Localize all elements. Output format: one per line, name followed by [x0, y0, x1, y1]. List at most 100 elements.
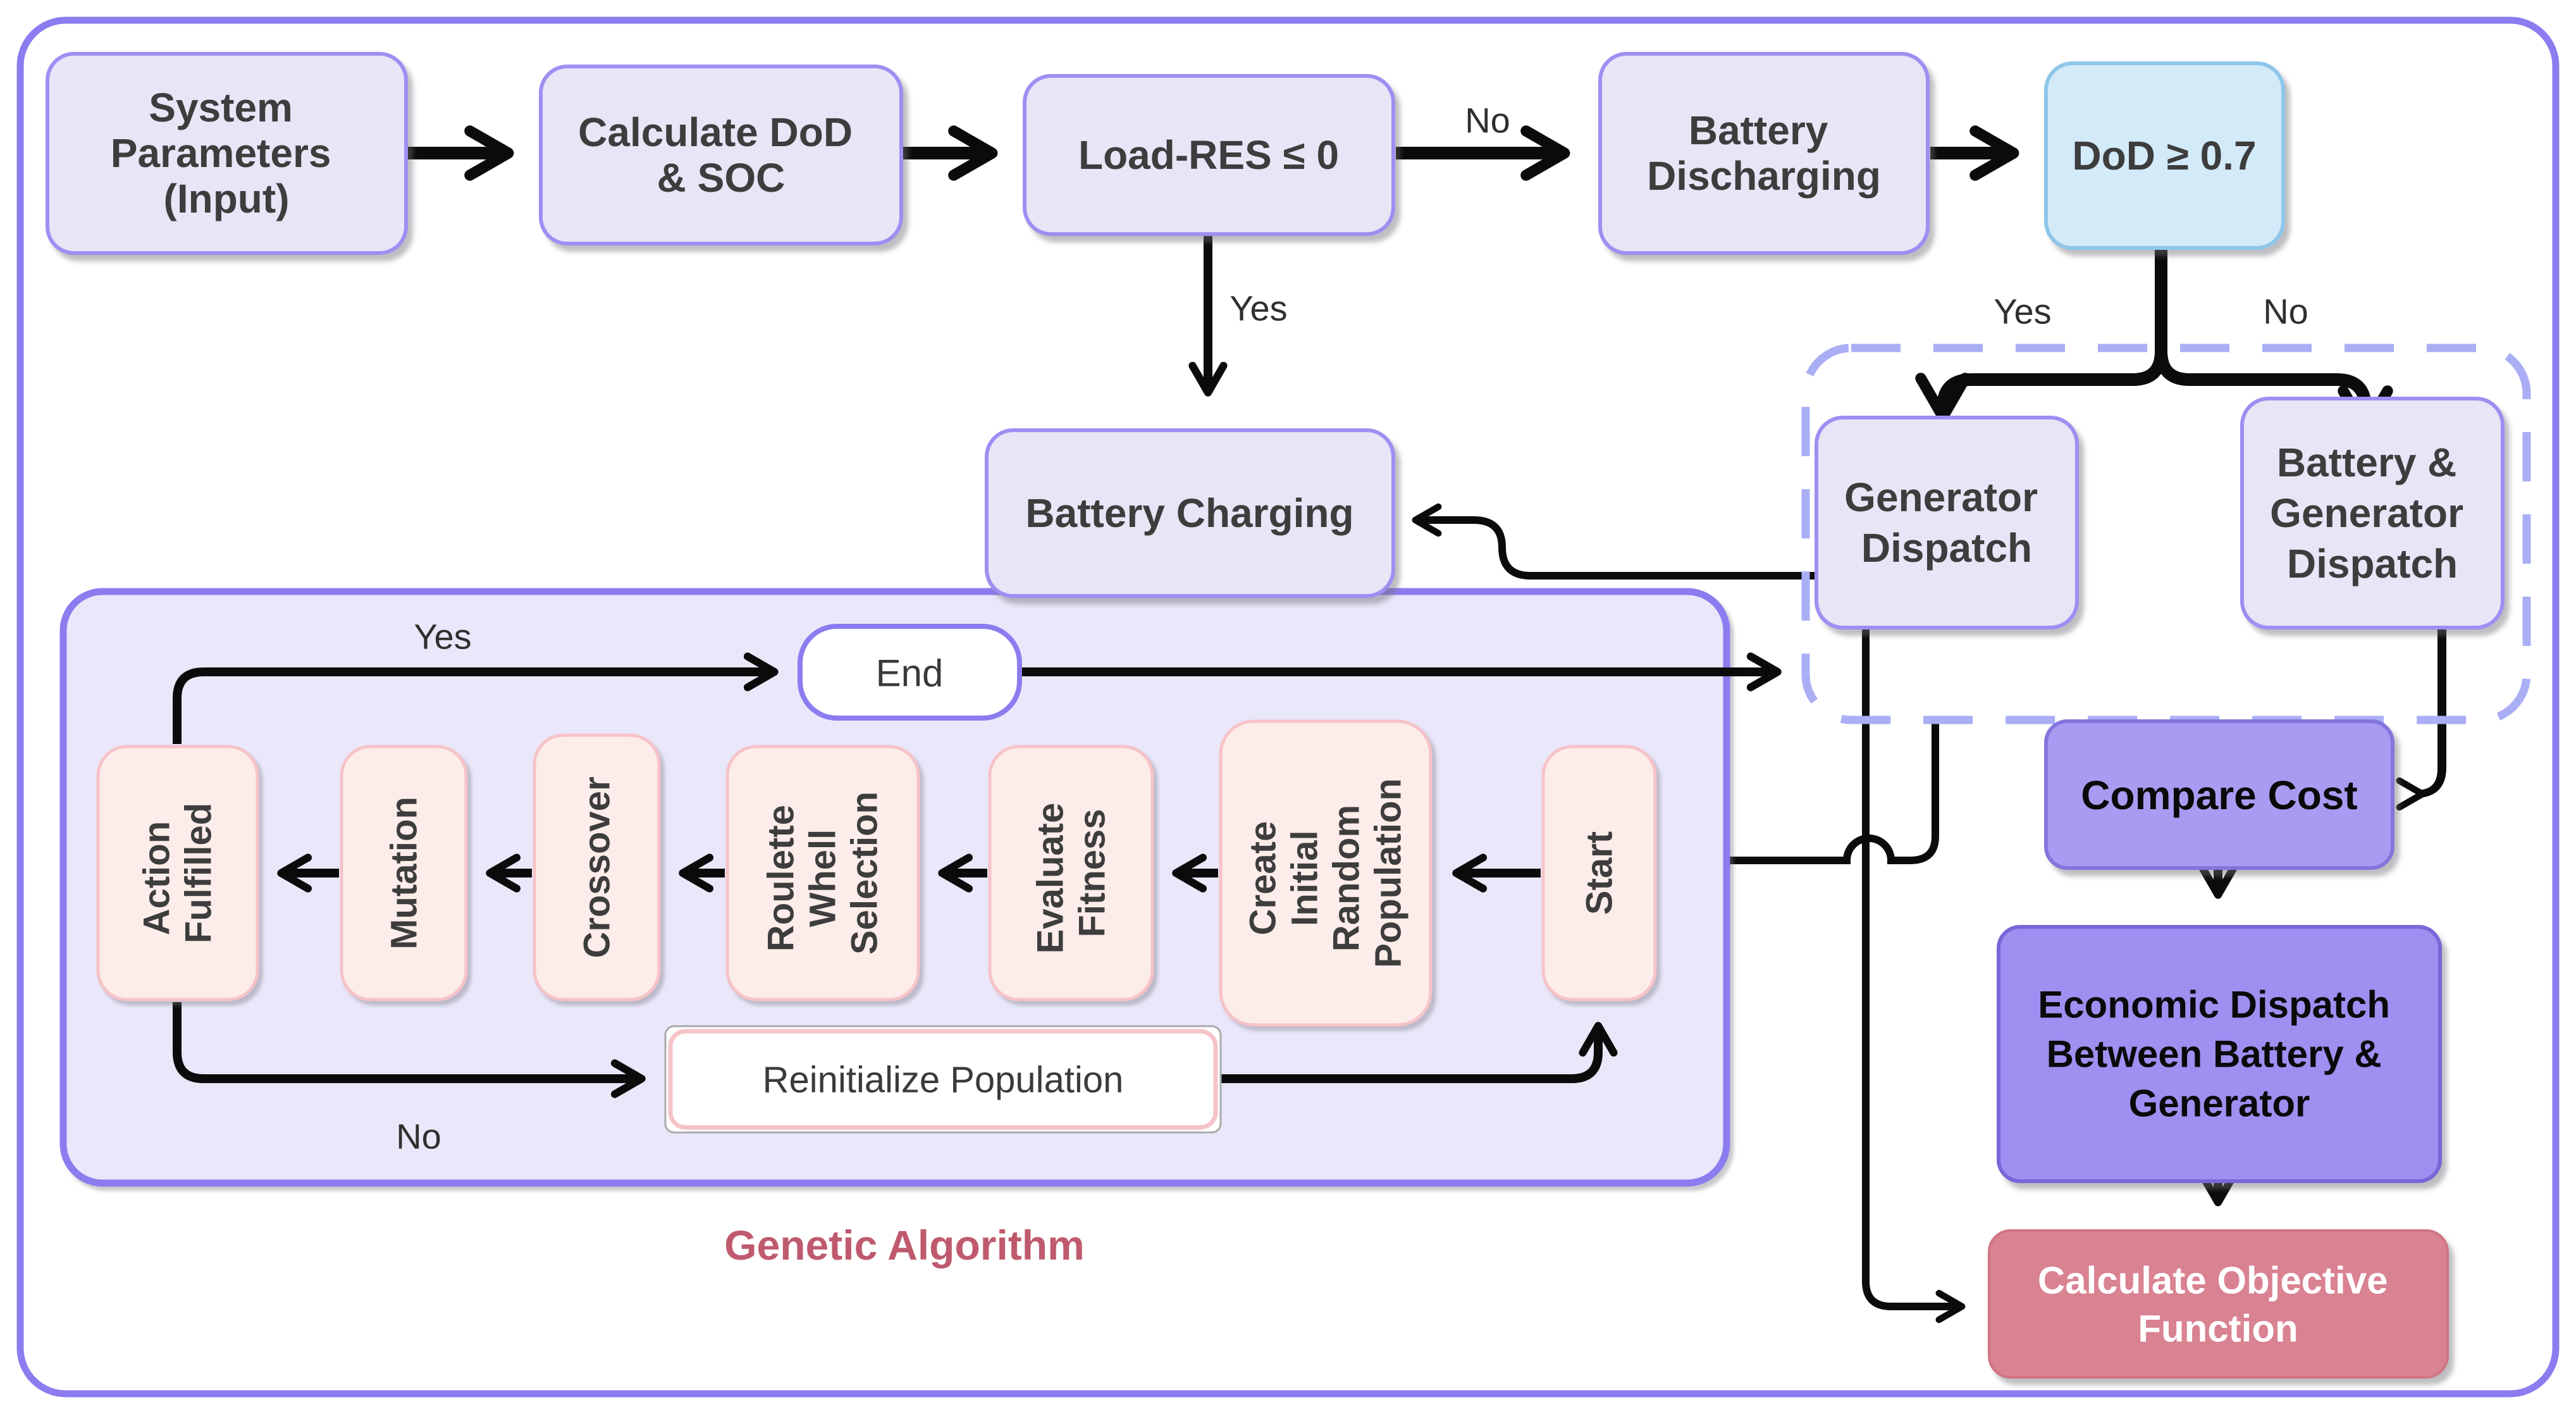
node-label: Generator [2270, 490, 2463, 536]
dispatch-subsystem-dashed-box [1801, 344, 2531, 724]
svg-text:Mutation: Mutation [384, 797, 425, 950]
node-label: Selection [844, 791, 885, 955]
edge-label-no: No [1465, 101, 1510, 140]
node-label: Initial [1285, 830, 1326, 926]
node-start: Start [1541, 745, 1657, 1002]
edge-dod-no-branch [2155, 350, 2393, 435]
svg-text:End: End [876, 652, 944, 695]
svg-text:No: No [1465, 101, 1510, 140]
node-label: Dispatch [1861, 525, 2032, 571]
node-label: (Input) [164, 176, 290, 221]
genetic-algorithm-caption: Genetic Algorithm [724, 1222, 1085, 1268]
node-reinitialize-population: Reinitialize Population [664, 1025, 1222, 1134]
node-label: Reinitialize Population [763, 1060, 1124, 1101]
svg-text:Genetic Algorithm: Genetic Algorithm [724, 1222, 1085, 1268]
node-label: Battery Charging [1025, 490, 1353, 536]
node-label: Compare Cost [2081, 772, 2357, 818]
svg-text:Yes: Yes [1994, 292, 2051, 332]
node-roulette-wheel-selection: Roulette Whell Selection [725, 745, 920, 1002]
svg-text:Yes: Yes [1229, 288, 1287, 328]
svg-text:System Parameters: System Parameters (Input) [111, 71, 342, 221]
node-label: End [876, 652, 944, 695]
edge-label-no: No [2263, 292, 2308, 332]
node-label: Dispatch [2287, 541, 2458, 586]
node-load-res: Load-RES ≤ 0 [1023, 74, 1395, 236]
node-dod-threshold: DoD ≥ 0.7 [2044, 61, 2285, 250]
node-label: Load-RES ≤ 0 [1078, 132, 1339, 178]
node-label: Economic Dispatch [2038, 984, 2390, 1026]
node-create-initial-random-population: Create Initial Random Population [1219, 719, 1433, 1027]
node-label: Crossover [577, 777, 618, 958]
node-end: End [798, 624, 1022, 721]
node-label: Evaluate [1030, 803, 1071, 954]
edge-bgdispatch-to-comparecost [2396, 628, 2446, 811]
node-label: Between Battery & [2047, 1033, 2382, 1076]
node-calculate-objective: Calculate Objective Function [1988, 1229, 2449, 1379]
node-economic-dispatch: Economic Dispatch Between Battery & Gene… [1997, 925, 2442, 1183]
svg-text:No: No [2263, 292, 2308, 332]
svg-text:No: No [396, 1117, 441, 1157]
svg-text:Calculate Objective Func: Calculate Objective Function [2038, 1246, 2398, 1350]
edge-label-yes: Yes [1229, 288, 1287, 328]
node-label: Fulfilled [178, 803, 219, 943]
edge-reinit-start-overlay [1216, 1022, 1618, 1083]
svg-text:Compare Cost: Compare Cost [2081, 772, 2357, 818]
node-label: Start [1579, 831, 1620, 915]
svg-text:Battery Charging: Battery Charging [1025, 490, 1353, 536]
svg-text:Create Initial Ran: Create Initial Random Population [1230, 778, 1409, 968]
node-crossover: Crossover [533, 733, 661, 1002]
edge-gendispatch-to-objective [1862, 628, 1966, 1324]
node-battery-charging: Battery Charging [985, 428, 1395, 598]
svg-text:Calculate DoD & SOC: Calculate DoD & SOC [578, 96, 864, 201]
svg-text:Start: Start [1579, 831, 1620, 915]
node-label: Generator [2129, 1082, 2310, 1125]
node-label: Fitness [1072, 809, 1113, 937]
node-battery-discharging: Battery Discharging [1598, 52, 1930, 255]
node-label: Calculate Objective [2038, 1260, 2388, 1302]
svg-text:Crossover: Crossover [577, 777, 618, 958]
edge-ga-yes-overlay [173, 652, 779, 744]
node-mutation: Mutation [340, 745, 468, 1002]
svg-text:Battery Discharging: Battery Discharging [1647, 94, 1881, 199]
node-evaluate-fitness: Evaluate Fitness [988, 745, 1154, 1002]
svg-text:Reinitialize Population: Reinitialize Population [763, 1060, 1124, 1101]
node-label: Roulette [761, 805, 802, 952]
node-label: Mutation [384, 797, 425, 950]
edge-dashedbox-to-start [1677, 720, 1939, 878]
node-system-parameters: System Parameters (Input) [46, 52, 408, 255]
node-label: Whell [803, 829, 844, 927]
node-label: Generator [1844, 474, 2038, 520]
edge-label-no: No [396, 1117, 441, 1157]
node-label: Random [1326, 805, 1367, 952]
node-generator-dispatch: Generator Dispatch [1815, 416, 2079, 629]
node-action-fulfilled: Action Fulfilled [96, 745, 259, 1002]
svg-text:Evaluate Fitness: Evaluate Fitness [1018, 793, 1113, 954]
edge-gendispatch-to-battcharging [1412, 503, 1816, 580]
node-label: Battery & [2277, 440, 2457, 485]
svg-text:DoD ≥ 0.7: DoD ≥ 0.7 [2072, 133, 2256, 178]
svg-text:Generator Dispatch: Generator Dispatch [1844, 461, 2049, 571]
edge-label-yes: Yes [414, 617, 471, 657]
node-label: DoD ≥ 0.7 [2072, 133, 2256, 178]
svg-text:Roulette Whell Sel: Roulette Whell Selection [748, 791, 885, 955]
svg-text:Action Fulfilled: Action Fulfilled [124, 803, 219, 943]
node-label: Discharging [1647, 153, 1881, 199]
node-label: Calculate DoD [578, 109, 853, 155]
node-battery-generator-dispatch: Battery & Generator Dispatch [2240, 397, 2505, 629]
node-calculate-dod-soc: Calculate DoD & SOC [539, 65, 903, 245]
node-label: Population [1368, 778, 1409, 968]
node-label: Battery [1689, 108, 1828, 153]
svg-text:Yes: Yes [414, 617, 471, 657]
node-label: Function [2138, 1308, 2298, 1350]
svg-text:Battery & Generator: Battery & Generator Dispatch [2270, 426, 2475, 586]
node-label: Parameters [111, 130, 331, 176]
node-label: System [149, 85, 293, 130]
edge-ga-no-overlay [173, 1002, 646, 1098]
svg-text:Load-RES ≤ 0: Load-RES ≤ 0 [1078, 132, 1339, 178]
svg-text:Economic Dispatch Betwee: Economic Dispatch Between Battery & Gene… [2038, 971, 2400, 1125]
edge-label-yes: Yes [1994, 292, 2051, 332]
node-label: Action [137, 821, 178, 935]
node-label: Create [1243, 821, 1284, 936]
